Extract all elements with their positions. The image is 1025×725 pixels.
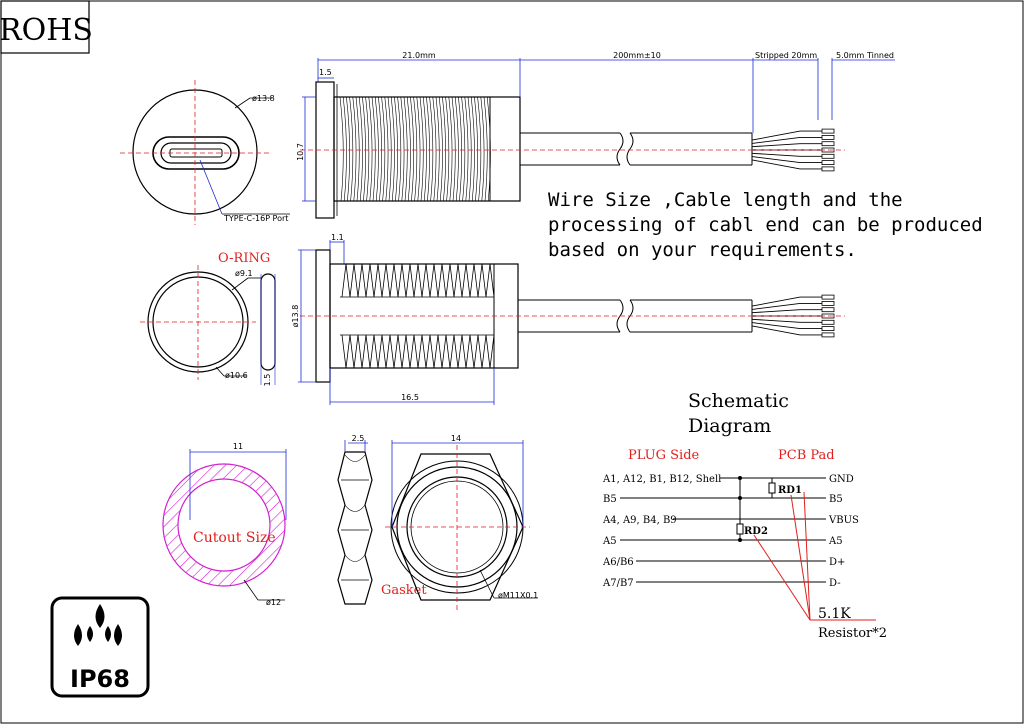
cutout-view bbox=[162, 449, 287, 601]
pin-left-label: A6/B6 bbox=[602, 557, 634, 568]
pin-right-label: D+ bbox=[829, 557, 845, 568]
dim-total-length: 21.0mm bbox=[402, 51, 436, 60]
pin-left-label: B5 bbox=[603, 494, 617, 505]
pin-left-label: A7/B7 bbox=[602, 578, 634, 589]
dim-stripped: Stripped 20mm bbox=[755, 51, 817, 60]
pin-right-label: VBUS bbox=[828, 515, 859, 526]
schematic-wiring bbox=[620, 476, 876, 621]
dim-oring-od: ø9.1 bbox=[235, 269, 253, 278]
dim-nut-thread: øM11X0.1 bbox=[498, 591, 538, 600]
dim-oring-id: ø10.6 bbox=[225, 371, 248, 380]
dim-flange-2: 1.1 bbox=[331, 233, 344, 242]
dim-thread-length: 16.5 bbox=[401, 393, 419, 402]
dim-tinned: Tinned bbox=[866, 51, 894, 60]
resistor-note: Resistor*2 bbox=[818, 626, 887, 641]
pin-right-label: GND bbox=[829, 474, 854, 485]
note-line-2: processing of cabl end can be produced bbox=[548, 214, 983, 236]
rd2-label: RD2 bbox=[744, 526, 768, 537]
pin-left-label: A4, A9, B4, B9 bbox=[602, 515, 677, 526]
dim-height: 10.7 bbox=[296, 143, 305, 161]
dim-gasket-thickness: 2.5 bbox=[352, 434, 365, 443]
pcb-pad-label: PCB Pad bbox=[778, 448, 835, 463]
water-drops-icon bbox=[74, 604, 122, 646]
dim-cutout-dia: ø12 bbox=[266, 598, 281, 607]
connector-front-view bbox=[120, 80, 290, 225]
dim-oring-thickness: 1.5 bbox=[263, 374, 272, 387]
dim-tinned-length: 5.0mm bbox=[836, 51, 865, 60]
note-line-3: based on your requirements. bbox=[548, 239, 857, 261]
hex-nut-view bbox=[385, 440, 538, 610]
rd1-label: RD1 bbox=[778, 485, 802, 496]
pin-right-label: A5 bbox=[828, 536, 843, 547]
dim-face-dia: ø13.8 bbox=[252, 94, 275, 103]
pin-right-label: D- bbox=[829, 578, 841, 589]
rohs-label: ROHS bbox=[0, 13, 93, 48]
ip68-badge: IP68 bbox=[50, 596, 150, 698]
cutout-label: Cutout Size bbox=[193, 530, 276, 546]
rohs-box bbox=[0, 0, 90, 54]
dim-cutout-width: 11 bbox=[233, 442, 243, 451]
schematic-title-1: Schematic bbox=[688, 390, 789, 412]
ip68-label: IP68 bbox=[70, 665, 130, 693]
connector-section-view bbox=[298, 240, 845, 405]
dim-body-dia: ø13.8 bbox=[291, 305, 300, 328]
schematic-title-2: Diagram bbox=[688, 415, 771, 437]
gasket-view bbox=[337, 440, 373, 605]
resistor-value: 5.1K bbox=[818, 606, 851, 622]
dim-cable-length: 200mm±10 bbox=[613, 51, 661, 60]
oring-label: O-RING bbox=[218, 251, 270, 266]
dim-flange: 1.5 bbox=[319, 68, 332, 77]
pin-right-label: B5 bbox=[829, 494, 843, 505]
connector-side-view-top bbox=[300, 58, 895, 219]
gasket-label: Gasket bbox=[381, 583, 427, 598]
dim-nut-width: 14 bbox=[451, 434, 461, 443]
pin-left-label: A1, A12, B1, B12, Shell bbox=[602, 474, 721, 485]
plug-side-label: PLUG Side bbox=[628, 448, 700, 463]
oring-view bbox=[140, 265, 276, 385]
pin-left-label: A5 bbox=[602, 536, 617, 547]
port-label: TYPE-C-16P Port bbox=[223, 214, 288, 223]
note-line-1: Wire Size ,Cable length and the bbox=[548, 189, 903, 211]
